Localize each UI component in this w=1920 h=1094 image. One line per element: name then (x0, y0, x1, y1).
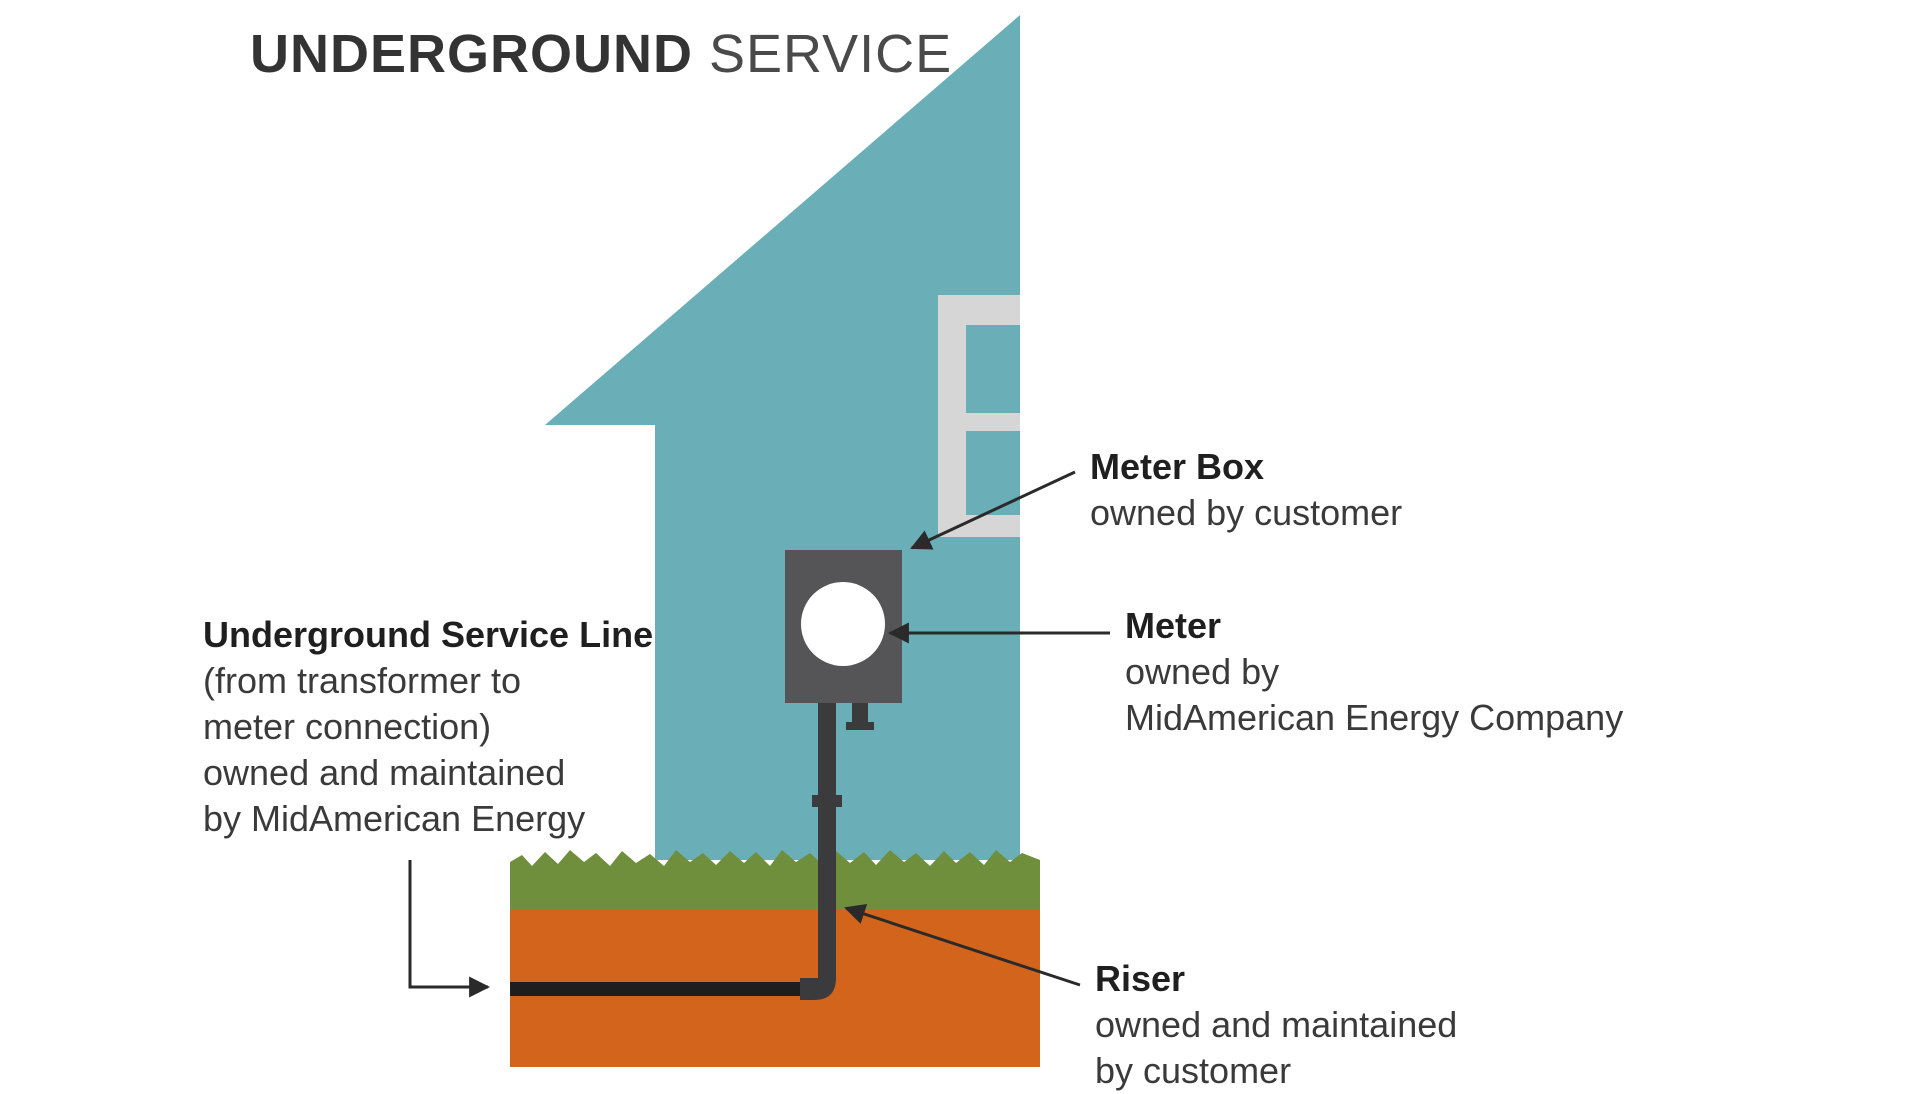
service-line-desc-1: (from transformer to (203, 660, 522, 701)
title-light-text: SERVICE (709, 24, 953, 84)
meter-box-pointer-arrow (910, 470, 1076, 550)
riser-pipe (800, 700, 874, 1000)
service-line-desc-2: meter connection) (203, 706, 492, 747)
service-line-pointer-arrow (408, 860, 491, 998)
service-line-label: Underground Service Line (from transform… (203, 612, 653, 842)
service-line-desc-3: owned and maintained (203, 752, 566, 793)
service-line-heading: Underground Service Line (203, 614, 654, 655)
riser-label: Riser owned and maintained by customer (1095, 956, 1457, 1094)
service-line-cable (510, 982, 808, 996)
diagram-title: UNDERGROUND SERVICE (250, 24, 952, 84)
riser-heading: Riser (1095, 958, 1186, 999)
riser-pointer-arrow (844, 903, 1081, 987)
meter-box-ownership: owned by customer (1090, 492, 1403, 533)
riser-ownership-line-1: owned and maintained (1095, 1004, 1458, 1045)
meter-ownership-line-2: MidAmerican Energy Company (1125, 697, 1624, 738)
meter-box-heading: Meter Box (1090, 446, 1265, 487)
meter-ownership-line-1: owned by (1125, 651, 1280, 692)
service-line-desc-4: by MidAmerican Energy (203, 798, 586, 839)
meter-heading: Meter (1125, 605, 1222, 646)
meter-label: Meter owned by MidAmerican Energy Compan… (1125, 603, 1623, 741)
window-frame (938, 295, 1020, 537)
meter-face (801, 582, 885, 666)
title-bold-text: UNDERGROUND (250, 24, 693, 84)
meter-box-label: Meter Box owned by customer (1090, 444, 1402, 536)
riser-ownership-line-2: by customer (1095, 1050, 1292, 1091)
grass-layer (510, 850, 1040, 910)
